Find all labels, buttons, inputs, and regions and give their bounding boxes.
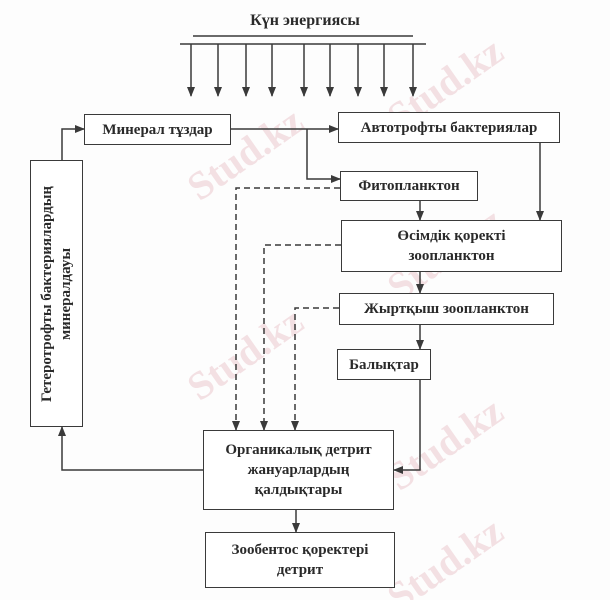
dashed-arrow-herbivore-to-detritus [260, 244, 341, 431]
node-phytoplankton: Фитопланктон [340, 171, 478, 201]
node-label: қалдықтары [254, 482, 343, 498]
node-predatory-zooplankton: Жыртқыш зоопланктон [339, 293, 554, 325]
node-autotrophic-bacteria: Автотрофты бактериялар [338, 112, 560, 143]
arrow-mineral-to-phyto [306, 129, 341, 183]
node-herbivorous-zooplankton: Өсімдік қоректі зоопланктон [341, 220, 562, 272]
node-label: Органикалық детрит [225, 442, 372, 458]
node-label: Фитопланктон [358, 178, 460, 194]
node-label: Минерал тұздар [102, 121, 213, 138]
arrow-fish-to-detritus [393, 380, 421, 474]
node-label: Автотрофты бактериялар [360, 119, 538, 136]
node-label: детрит [276, 562, 324, 578]
node-mineral-salts: Минерал тұздар [84, 114, 231, 145]
sun-energy-title: Күн энергиясы [250, 12, 360, 29]
dashed-arrow-phyto-to-detritus [232, 187, 340, 431]
node-organic-detritus: Органикалық детрит жануарлардың қалдықтары [203, 430, 394, 510]
arrow-heterotroph-to-mineral [61, 125, 85, 160]
arrow-detritus-to-heterotroph [58, 426, 203, 471]
node-fish: Балықтар [337, 349, 431, 380]
node-label: Өсімдік қоректі [397, 228, 506, 244]
node-label: зоопланктон [408, 248, 495, 264]
node-label: Зообентос қоректері [231, 542, 369, 558]
node-label: жануарлардың [247, 462, 350, 478]
node-label: Жыртқыш зоопланктон [364, 301, 529, 317]
node-label-line: минералдауы [57, 247, 74, 340]
sun-ray-arrows [187, 44, 417, 97]
node-label: Балықтар [349, 356, 419, 373]
node-zoobenthos: Зообентос қоректері детрит [205, 532, 395, 588]
node-label-line: Гетеротрофты бактериялардың [38, 185, 55, 402]
dashed-arrow-predator-to-detritus [291, 307, 339, 431]
